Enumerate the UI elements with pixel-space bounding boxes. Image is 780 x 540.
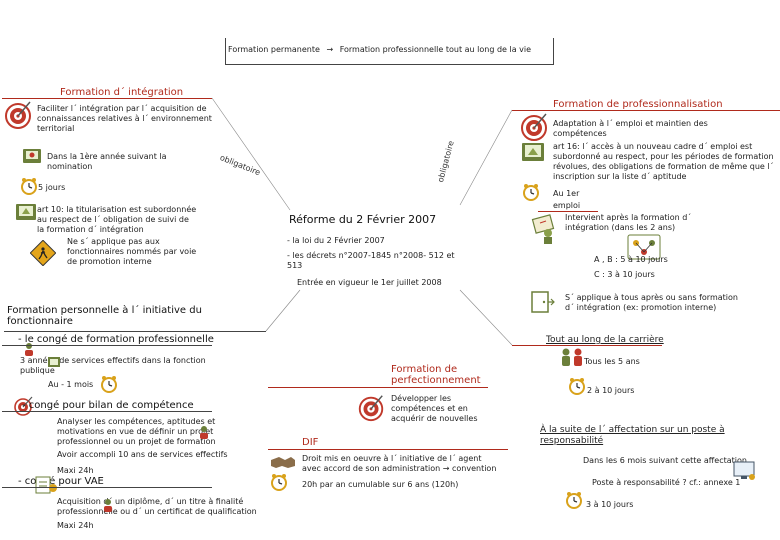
personnelle-maxi24-1: Maxi 24h — [57, 466, 94, 475]
dif-droit: Droit mis en oeuvre à l´ initiative de l… — [302, 454, 497, 473]
clock-icon — [566, 492, 582, 509]
tout-long-text: Tout au long de la carrière — [546, 335, 664, 345]
book-icon — [23, 149, 41, 163]
professionnalisation-connector — [459, 109, 513, 206]
emploi-line — [538, 211, 598, 212]
people-icon — [25, 343, 33, 356]
people-icon — [562, 348, 582, 366]
professionnalisation-title: Formation de professionnalisation — [553, 99, 723, 110]
center-vigueur: Entrée en vigueur le 1er juillet 2008 — [297, 278, 442, 287]
professionnalisation-intervient: Intervient après la formation d´ intégra… — [565, 213, 692, 232]
personnelle-connector — [265, 289, 301, 332]
personnelle-avoir10: Avoir accompli 10 ans de services effect… — [57, 450, 228, 459]
integration-connector — [211, 97, 291, 211]
top-right-label: Formation professionnelle tout au long d… — [339, 45, 532, 54]
people-icon — [104, 499, 112, 512]
clock-icon — [21, 178, 37, 195]
personnelle-vae: - congé pour VAE — [18, 476, 104, 487]
professionnalisation-poste: Poste à responsabilité ? cf.: annexe 1 — [592, 478, 741, 487]
integration-desc: Faciliter l´ intégration par l´ acquisit… — [37, 104, 212, 133]
dif-heures: 20h par an cumulable sur 6 ans (120h) — [302, 480, 459, 489]
document-icon — [35, 476, 57, 494]
clock-icon — [101, 376, 117, 393]
professionnalisation-tous5: Tous les 5 ans — [584, 357, 640, 366]
professionnalisation-art16: art 16: l´ accès à un nouveau cadre d´ e… — [553, 142, 774, 181]
teacher-icon — [531, 214, 555, 244]
professionnalisation-line — [512, 110, 780, 111]
personnelle-bilan: - congé pour bilan de compétence — [22, 400, 194, 411]
handshake-icon — [271, 457, 295, 468]
center-loi: - la loi du 2 Février 2007 — [287, 236, 385, 245]
top-arrow: → — [326, 45, 334, 54]
top-left-label: Formation permanente — [228, 45, 320, 54]
perfectionnement-line — [268, 387, 488, 388]
bilan-line — [2, 411, 212, 412]
tout-long-connector — [459, 289, 513, 346]
professionnalisation-ab: A , B : 5 à 10 jours — [594, 255, 668, 264]
professionnalisation-adaptation: Adaptation à l´ emploi et maintien des c… — [553, 119, 708, 138]
target-icon — [358, 395, 384, 422]
personnelle-conge-pro: - le congé de formation professionnelle — [18, 334, 214, 345]
tout-long-line — [512, 345, 662, 346]
professionnalisation-jours3-10: 3 à 10 jours — [586, 500, 634, 509]
vae-line — [2, 487, 212, 488]
personnelle-title: Formation personnelle à l´ initiative du… — [7, 305, 202, 327]
integration-title: Formation d´ intégration — [60, 87, 184, 98]
personnelle-analyser: Analyser les compétences, aptitudes et m… — [57, 417, 216, 446]
center-decrets: - les décrets n°2007-1845 n°2008- 512 et… — [287, 251, 455, 270]
clock-icon — [523, 184, 539, 201]
book-icon — [522, 143, 544, 161]
top-title: Formation permanente → Formation profess… — [228, 45, 531, 55]
clock-icon — [271, 474, 287, 491]
target-icon — [521, 113, 547, 141]
integration-days: 5 jours — [38, 183, 66, 192]
warning-sign-icon — [30, 240, 56, 266]
perfectionnement-desc: Développer les compétences et en acquéri… — [391, 394, 478, 423]
computer-icon — [733, 461, 755, 480]
door-icon — [531, 291, 555, 313]
professionnalisation-applique: S´ applique à tous après ou sans formati… — [565, 293, 738, 312]
personnelle-line — [4, 331, 266, 332]
center-title: Réforme du 2 Février 2007 — [289, 213, 437, 226]
personnelle-acquisition: Acquisition d´ un diplôme, d´ un titre à… — [57, 497, 257, 516]
book-icon — [48, 357, 60, 367]
clock-icon — [569, 378, 585, 395]
professionnalisation-c: C : 3 à 10 jours — [594, 270, 655, 279]
target-icon — [5, 101, 31, 129]
flowchart-icon — [627, 234, 661, 260]
professionnalisation-suite: À la suite de l´ affectation sur un post… — [540, 425, 725, 446]
personnelle-trois-annees: 3 années de services effectifs dans la f… — [20, 356, 206, 375]
professionnalisation-six-mois: Dans les 6 mois suivant cette affectatio… — [583, 456, 747, 465]
personnelle-au1mois: Au - 1 mois — [48, 380, 94, 389]
integration-first-year: Dans la 1ère année suivant la nomination — [47, 152, 167, 171]
personnelle-maxi24-2: Maxi 24h — [57, 521, 94, 530]
integration-line — [2, 98, 212, 99]
dif-line — [268, 449, 508, 450]
perfectionnement-title: Formation de perfectionnement — [391, 364, 481, 386]
conge-pro-line — [2, 345, 212, 346]
people-icon — [200, 426, 208, 439]
integration-art10: art 10: la titularisation est subordonné… — [37, 205, 197, 234]
book-icon — [16, 204, 36, 220]
professionnalisation-jours2-10: 2 à 10 jours — [587, 386, 635, 395]
professionnalisation-emploi: emploi — [553, 201, 581, 210]
professionnalisation-au1er: Au 1er — [553, 189, 580, 198]
integration-not-applied: Ne s´ applique pas aux fonctionnaires no… — [67, 237, 197, 266]
top-frame — [225, 38, 554, 65]
professionnalisation-tout-long: Tout au long de la carrière — [546, 334, 664, 346]
dif-title: DIF — [302, 437, 319, 448]
